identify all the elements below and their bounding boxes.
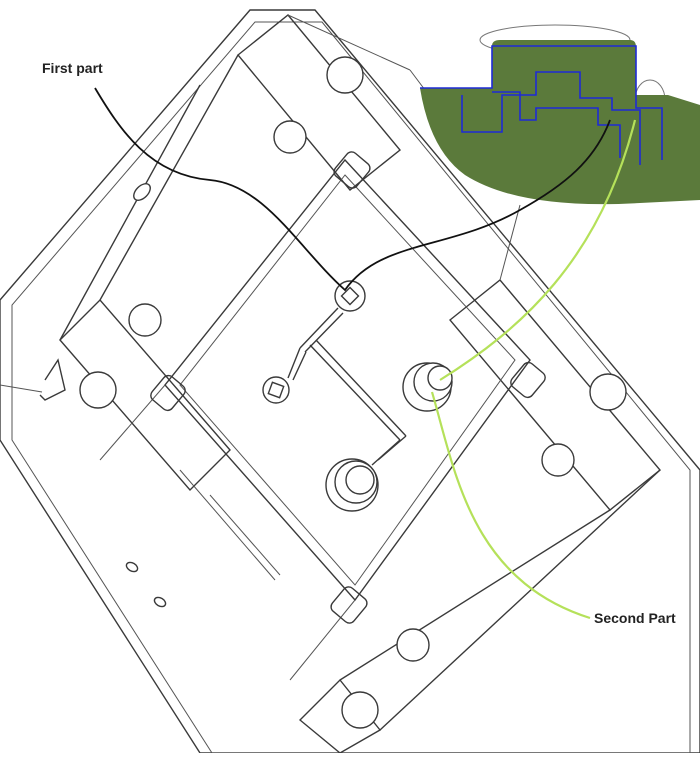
runner-system [262, 280, 453, 512]
corner-pockets [0, 151, 546, 624]
second-part-leader-line [430, 119, 637, 620]
section-outline-inner [492, 91, 621, 158]
section-outline-outer [420, 45, 663, 160]
section-outline-middle [461, 71, 641, 165]
mold-base-outline [0, 9, 700, 754]
cavity-plate [99, 158, 531, 681]
first-part-leader-line [94, 87, 611, 292]
section-body [420, 40, 700, 205]
guide-bushings [79, 56, 627, 729]
section-view [420, 24, 700, 205]
upper-left-clamp-rail [59, 14, 426, 492]
second-part-label: Second Part [594, 610, 676, 626]
first-part-label: First part [42, 60, 103, 76]
